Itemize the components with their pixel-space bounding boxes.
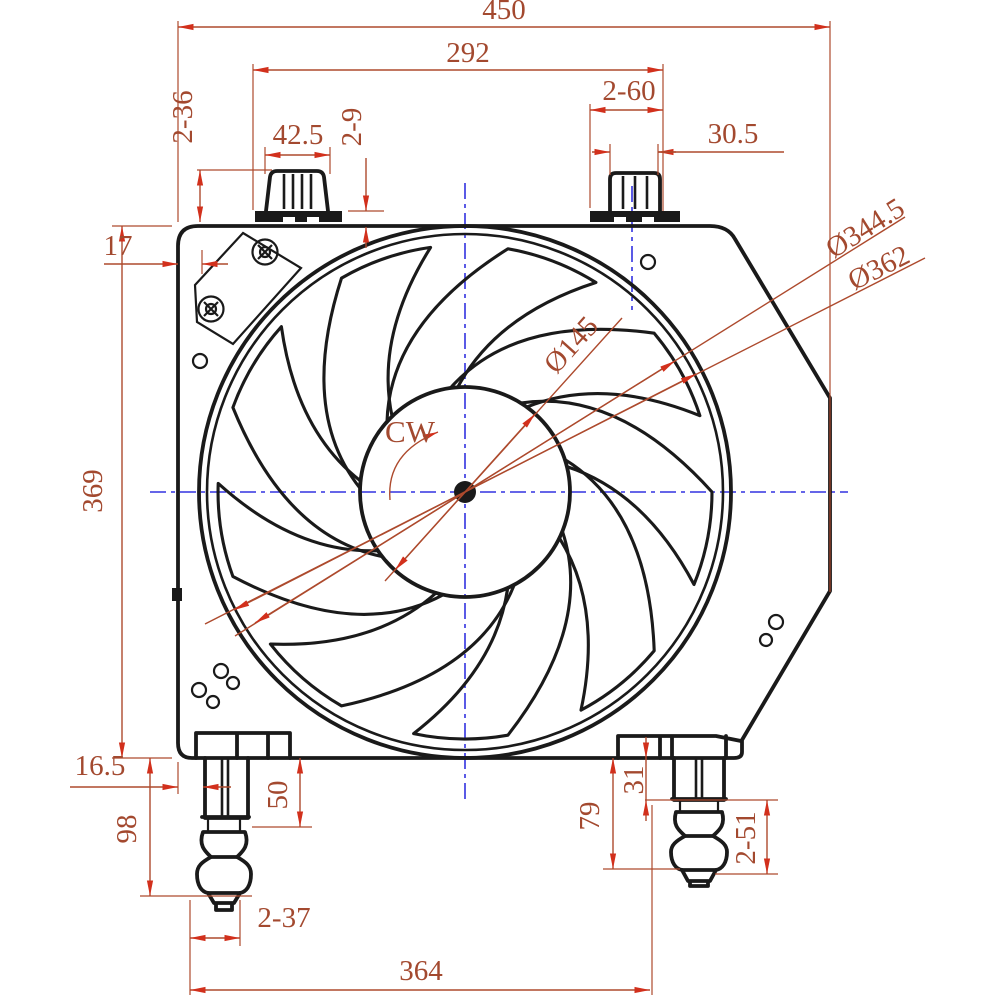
dim-label-pin-span: 364 (399, 955, 443, 987)
dim-label-bushing-length: 2-51 (730, 811, 762, 864)
connector-right-ribs (621, 176, 649, 209)
dim-label-mount-span: 292 (446, 37, 490, 69)
dim-label-edge-to-pin: 16.5 (75, 750, 126, 782)
fan-ring-circle (205, 232, 725, 752)
screw-icon (251, 238, 279, 266)
rotation-label: CW (385, 414, 436, 449)
fan-blade (385, 247, 598, 424)
dim-label-pin-left-length: 98 (111, 815, 143, 844)
dim-label-pin-right-length: 79 (574, 802, 606, 831)
rotation-arrow (389, 431, 439, 501)
pin-bushing-right (669, 756, 729, 888)
mounting-holes (190, 253, 785, 710)
dim-label-hub-dia: Ø145 (538, 310, 605, 379)
dim-label-overall-width: 450 (482, 0, 526, 26)
dim-label-overall-height: 369 (77, 469, 109, 513)
dim-label-connector-right-base: 2-60 (602, 75, 655, 107)
fan-blade (557, 458, 656, 712)
bracket-plate (193, 231, 303, 346)
dim-label-connector-right-width: 30.5 (708, 118, 759, 150)
fan-blade (412, 529, 573, 741)
fan-blade (268, 583, 516, 708)
dim-label-tab-height: 2-36 (167, 90, 199, 143)
connector-left-ribs (282, 174, 313, 209)
mount-rail-right (616, 734, 743, 760)
dim-label-bracket-offset: 17 (104, 230, 133, 262)
fan-blade (231, 325, 384, 559)
shroud (172, 224, 832, 760)
dim-label-base-plate-height: 2-9 (336, 108, 368, 147)
pin-bushing-left (195, 756, 253, 912)
connector-left (255, 169, 342, 222)
mount-rail-left (194, 731, 292, 760)
dim-label-pin-left-upper: 50 (262, 781, 294, 810)
edge-notch (172, 588, 182, 601)
shroud-opening-circle (197, 224, 733, 760)
connector-left-base (255, 211, 342, 222)
fan-blade (322, 245, 433, 490)
dim-label-pin-spacing: 2-37 (257, 902, 310, 934)
dimension-lines (70, 23, 926, 994)
dim-label-pin-right-upper: 31 (618, 766, 650, 795)
corner-bracket (193, 231, 303, 346)
fan-blade (448, 327, 702, 418)
connector-right-base (590, 211, 680, 222)
dim-label-connector-left-width: 42.5 (273, 119, 324, 151)
connector-right (590, 171, 680, 222)
screw-icon (197, 295, 225, 323)
centerlines (150, 183, 848, 802)
fan (197, 224, 733, 760)
fan-hub-circle (358, 385, 572, 599)
connector-left-body (264, 169, 330, 213)
fan-blades (216, 245, 714, 741)
fan-blade (216, 481, 445, 616)
connector-right-body (608, 171, 662, 213)
shroud-outline (176, 224, 832, 760)
